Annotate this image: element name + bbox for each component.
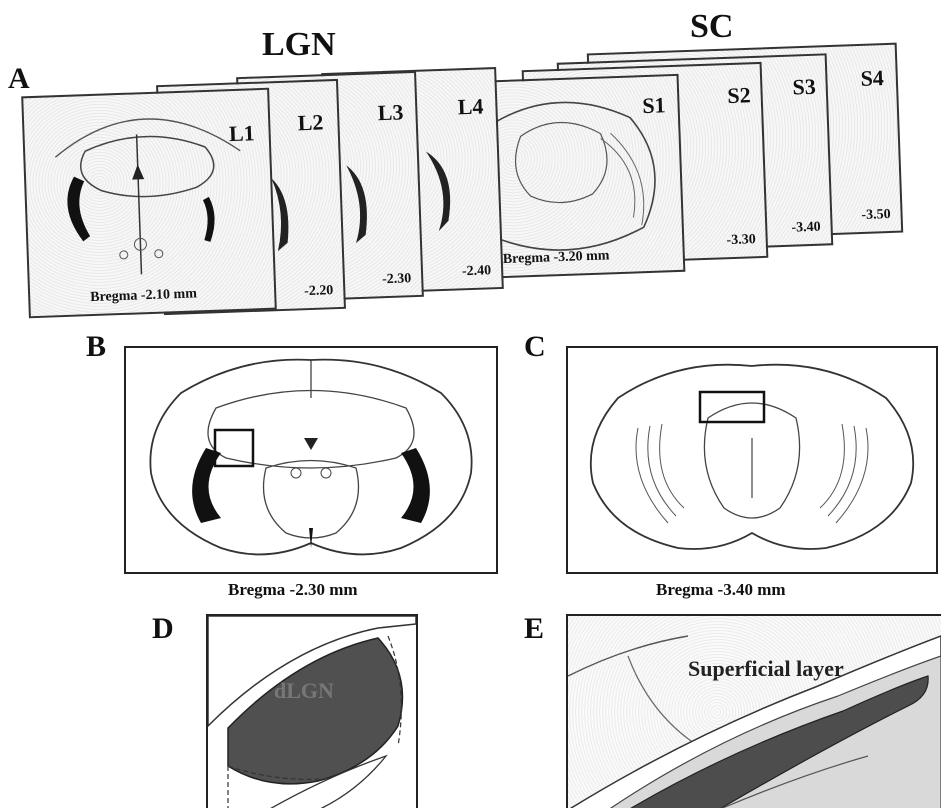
lgn-slice-l2-label: L2 — [297, 109, 324, 136]
panel-b-brain-section — [126, 348, 496, 572]
panel-e-letter: E — [524, 612, 544, 646]
panel-b-letter: B — [86, 330, 106, 364]
sc-title: SC — [690, 8, 733, 46]
sc-slice-s2-label: S2 — [727, 82, 751, 109]
panel-c-brain-section — [568, 348, 936, 572]
panel-a-letter: A — [8, 62, 30, 96]
panel-b-caption: Bregma -2.30 mm — [228, 580, 358, 600]
lgn-slice-l3-bregma: -2.30 — [382, 271, 412, 288]
sc-slice-s1-label: S1 — [642, 92, 666, 119]
lgn-slice-l4-label: L4 — [457, 93, 484, 120]
panel-c-figure — [566, 346, 938, 574]
panel-b-figure — [124, 346, 498, 574]
sc-slice-s3-bregma: -3.40 — [791, 220, 821, 237]
panel-d-dlgn-drawing — [208, 616, 416, 808]
lgn-slice-l1-label: L1 — [229, 120, 256, 147]
panel-d-figure: dLGN — [206, 614, 418, 808]
panel-e-superficial-layer-drawing — [568, 616, 941, 808]
panel-d-label: dLGN — [274, 678, 334, 704]
sc-slice-s3-label: S3 — [792, 74, 816, 101]
panel-e-figure: Superficial layer — [566, 614, 941, 808]
lgn-slice-l1: L1 Bregma -2.10 mm — [21, 88, 277, 319]
sc-slice-s2-bregma: -3.30 — [726, 232, 756, 249]
sc-slice-s4-bregma: -3.50 — [861, 207, 891, 224]
sc-slice-s4-label: S4 — [860, 65, 884, 92]
lgn-slice-l3-label: L3 — [377, 99, 404, 126]
lgn-slice-l4-bregma: -2.40 — [462, 263, 492, 280]
lgn-title: LGN — [262, 26, 336, 64]
panel-d-letter: D — [152, 612, 174, 646]
lgn-slice-l2-bregma: -2.20 — [304, 283, 334, 300]
panel-c-caption: Bregma -3.40 mm — [656, 580, 786, 600]
panel-c-letter: C — [524, 330, 546, 364]
panel-e-label: Superficial layer — [688, 656, 844, 682]
